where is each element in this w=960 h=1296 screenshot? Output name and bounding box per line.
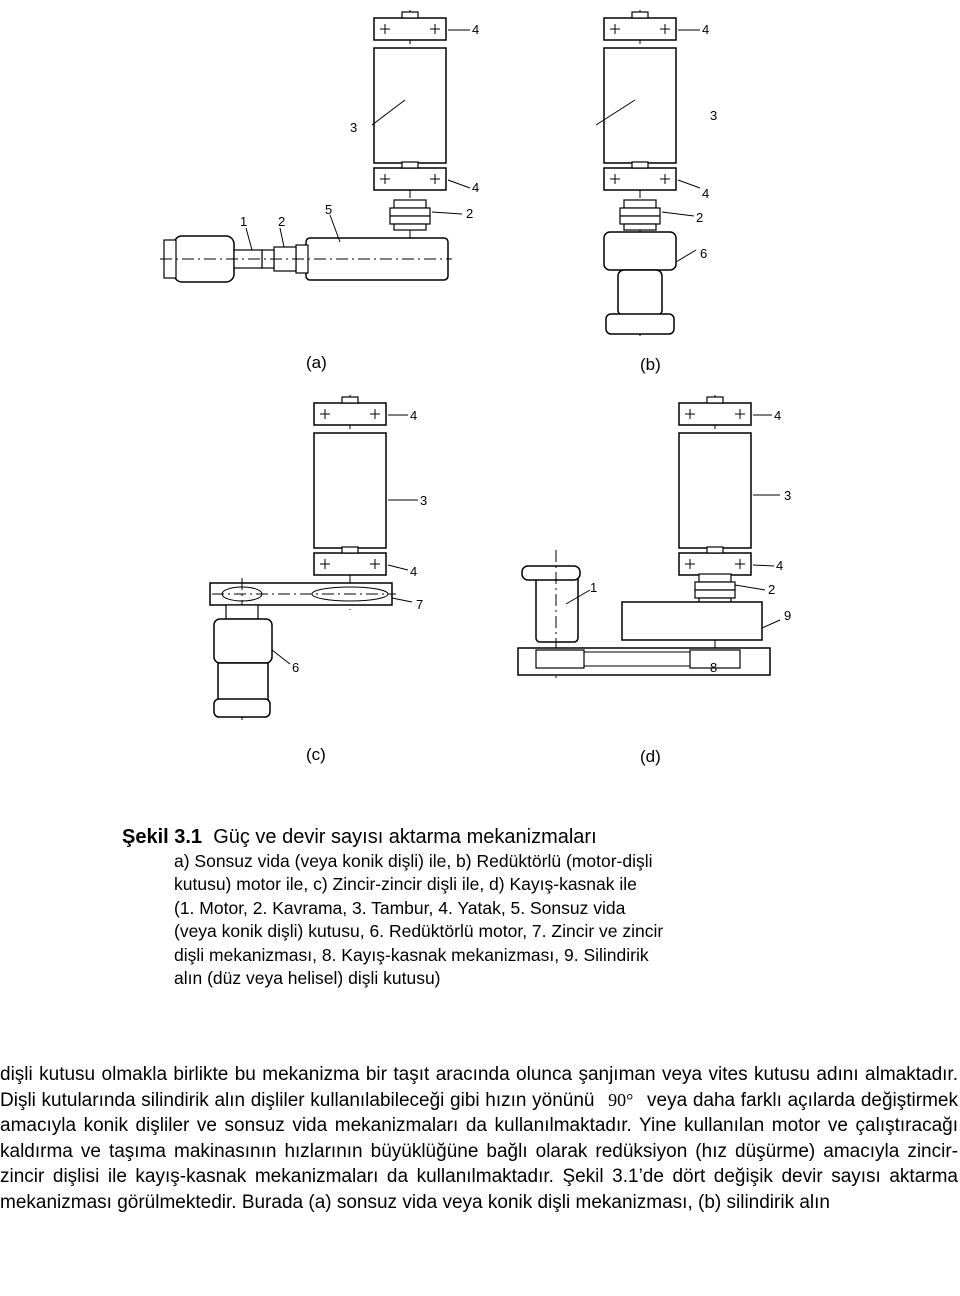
degree-value: 90° [608,1089,634,1110]
part-label: 3 [710,108,717,123]
part-label: 6 [700,246,707,261]
caption-title-text: Güç ve devir sayısı aktarma mekanizmalar… [213,826,597,848]
part-label: 4 [702,22,709,37]
part-label: 1 [240,214,247,229]
part-label: 5 [325,202,332,217]
part-label: 1 [590,580,597,595]
mechanism-figure: 1 2 5 3 4 4 2 (a) 4 3 4 2 6 (b) [160,10,791,766]
part-label: 2 [278,214,285,229]
part-label: 4 [774,408,781,423]
part-label: 2 [466,206,473,221]
part-label: 3 [784,488,791,503]
part-label: 2 [696,210,703,225]
part-label: 3 [420,493,427,508]
subfigure-b: 4 3 4 2 6 (b) [595,10,717,374]
part-label: 7 [416,597,423,612]
caption-line: kutusu) motor ile, c) Zincir-zincir dişl… [174,874,637,894]
part-label: 2 [768,582,775,597]
part-label: 4 [410,564,417,579]
paragraph-text-1: dişli kutusu olmakla birlikte bu mekaniz… [0,1064,958,1111]
caption-line: (1. Motor, 2. Kavrama, 3. Tambur, 4. Yat… [174,897,626,918]
part-label: 4 [410,408,417,423]
part-label: 3 [350,120,357,135]
figure-caption: Şekil 3.1 Güç ve devir sayısı aktarma me… [122,826,822,991]
subfigure-label: (c) [306,745,326,764]
subfigure-label: (b) [640,355,661,374]
caption-line: a) Sonsuz vida (veya konik dişli) ile, b… [174,850,653,871]
subfigure-a: 1 2 5 3 4 4 2 (a) [160,10,479,372]
subfigure-c: 4 3 4 7 6 (c) [209,395,427,764]
part-label: 4 [776,558,783,573]
part-label: 4 [702,186,709,201]
caption-line: (veya konik dişli) kutusu, 6. Redüktörlü… [174,921,664,941]
part-label: 4 [472,22,479,37]
paragraph-text-2: veya daha farklı açılarda değiştirmek am… [0,1089,958,1213]
subfigure-label: (a) [306,353,327,372]
caption-body: a) Sonsuz vida (veya konik dişli) ile, b… [122,850,822,991]
part-label: 4 [472,180,479,195]
caption-title: Şekil 3.1 Güç ve devir sayısı aktarma me… [122,826,822,850]
caption-line: alın (düz veya helisel) dişli kutusu) [174,968,441,988]
subfigure-d: 4 3 4 2 9 1 8 (d) [517,395,791,766]
caption-line: dişli mekanizması, 8. Kayış-kasnak mekan… [174,944,649,965]
part-label: 6 [292,660,299,675]
body-paragraph: dişli kutusu olmakla birlikte bu mekaniz… [0,1062,958,1215]
subfigure-label: (d) [640,747,661,766]
part-label: 8 [710,660,717,675]
part-label: 9 [784,608,791,623]
caption-number: Şekil 3.1 [122,826,203,848]
